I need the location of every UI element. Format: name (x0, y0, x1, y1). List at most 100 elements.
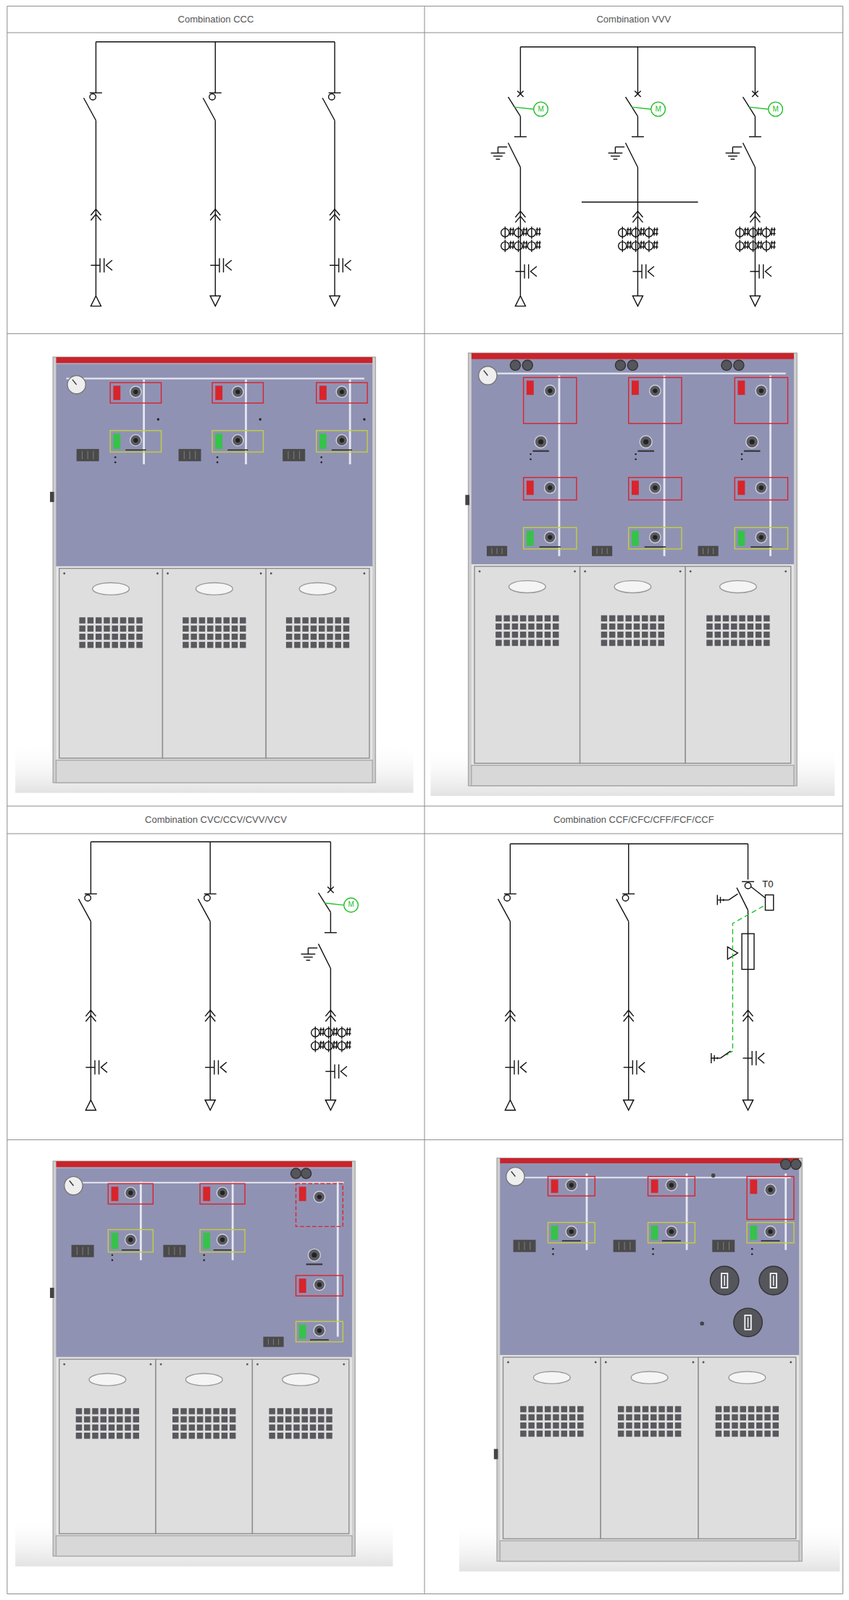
vent-slot (625, 639, 632, 646)
vent-slot (544, 639, 551, 646)
vent-slot (617, 1414, 624, 1421)
vent-slot (205, 1408, 211, 1415)
cable-end-symbol (743, 1100, 754, 1111)
vent-slot (310, 1416, 316, 1423)
vent-slot (642, 1414, 649, 1421)
mimic-line (558, 375, 561, 556)
operating-knob (313, 1191, 325, 1203)
door-screw (362, 572, 366, 575)
mechanism-frame (199, 1183, 245, 1204)
operating-knob (216, 1234, 228, 1246)
top-strip (471, 352, 794, 359)
mimic-line (686, 1173, 689, 1251)
vent-slot (239, 625, 246, 632)
vent-slot (180, 1432, 187, 1439)
vent-slot (326, 641, 333, 648)
vent-slot (286, 625, 292, 632)
push-button (733, 360, 744, 371)
vent-slot (87, 625, 94, 632)
vent-slot (302, 625, 308, 632)
vent-slot (536, 615, 542, 622)
current-transformer-symbol (765, 239, 767, 253)
vent-slot (285, 1408, 292, 1415)
earth-symbol (717, 899, 729, 901)
earthing-icon (551, 1225, 559, 1241)
voltage-indicator-symbol (515, 270, 521, 272)
operating-knob (755, 385, 767, 397)
current-transformer-symbol (622, 239, 623, 253)
vent-slot (722, 623, 729, 630)
vent-slot (335, 633, 342, 640)
operating-knob (755, 482, 767, 494)
vent-slot (231, 617, 238, 623)
current-transformer-symbol (746, 240, 749, 249)
vent-slot (189, 1416, 195, 1423)
indicator-block (712, 1240, 735, 1253)
door-handle (89, 1373, 127, 1386)
vent-slot (103, 633, 110, 640)
operating-knob (652, 535, 658, 540)
voltage-indicator-symbol (638, 1062, 645, 1073)
vent-slot (302, 617, 308, 623)
vent-slot (277, 1416, 284, 1423)
vent-slot (136, 617, 142, 623)
vent-slot (180, 1424, 187, 1431)
vent-slot (503, 639, 510, 646)
vent-slot (755, 615, 762, 622)
indicator-block (278, 1338, 279, 1345)
vent-slot (495, 623, 502, 630)
vent-slot (658, 615, 665, 622)
vent-slot (675, 1422, 681, 1429)
vent-slot (561, 1422, 568, 1429)
current-transformer-symbol (346, 1040, 348, 1049)
vent-slot (641, 631, 648, 638)
vent-slot (503, 631, 510, 638)
vent-slot (756, 1422, 763, 1429)
indicator-block (81, 451, 83, 460)
push-button (721, 360, 732, 371)
pressure-gauge (69, 1180, 74, 1186)
cable-door (685, 566, 792, 764)
wire-line (95, 120, 97, 296)
operating-knob (220, 1190, 225, 1196)
door-handle (185, 1373, 223, 1386)
switch-fuse-blade (736, 888, 748, 911)
vent-slot (229, 1424, 236, 1431)
knob-indicator (743, 450, 761, 453)
vent-slot (277, 1432, 284, 1439)
indicator-block (282, 449, 305, 462)
knob-indicator (662, 1240, 681, 1242)
mechanism-frame (523, 377, 577, 424)
current-transformer-symbol (629, 240, 631, 249)
push-button (615, 360, 626, 371)
vent-slot (715, 1414, 722, 1421)
vent-slot (633, 639, 640, 646)
indicator-block (82, 1247, 84, 1256)
operating-knob (125, 1187, 137, 1199)
fuse-cap (733, 1308, 763, 1337)
vent-slot (318, 1424, 324, 1431)
vent-slot (190, 625, 197, 632)
operating-knob (547, 535, 552, 540)
cable-end-symbol (205, 1100, 216, 1111)
operating-knob (133, 438, 138, 443)
vent-slot (302, 641, 308, 648)
vent-slot (755, 639, 762, 646)
cable-end-symbol (623, 1100, 634, 1111)
vent-slot (609, 623, 616, 630)
cable-door (155, 1359, 253, 1535)
panel-dot (529, 453, 532, 456)
vent-slot (650, 1406, 657, 1412)
operating-knob (547, 485, 552, 490)
vent-slot (172, 1432, 179, 1439)
panel-dot (751, 1253, 754, 1256)
current-transformer-symbol (335, 1040, 337, 1049)
earthing-switch-blade (720, 1051, 731, 1059)
current-transformer-symbol (629, 227, 631, 236)
vent-slot (723, 1430, 730, 1437)
wire-line (637, 167, 639, 297)
operating-knob (128, 1190, 133, 1196)
indicator-block (92, 451, 94, 460)
vent-slot (561, 1430, 568, 1437)
mimic-line (231, 1181, 234, 1260)
